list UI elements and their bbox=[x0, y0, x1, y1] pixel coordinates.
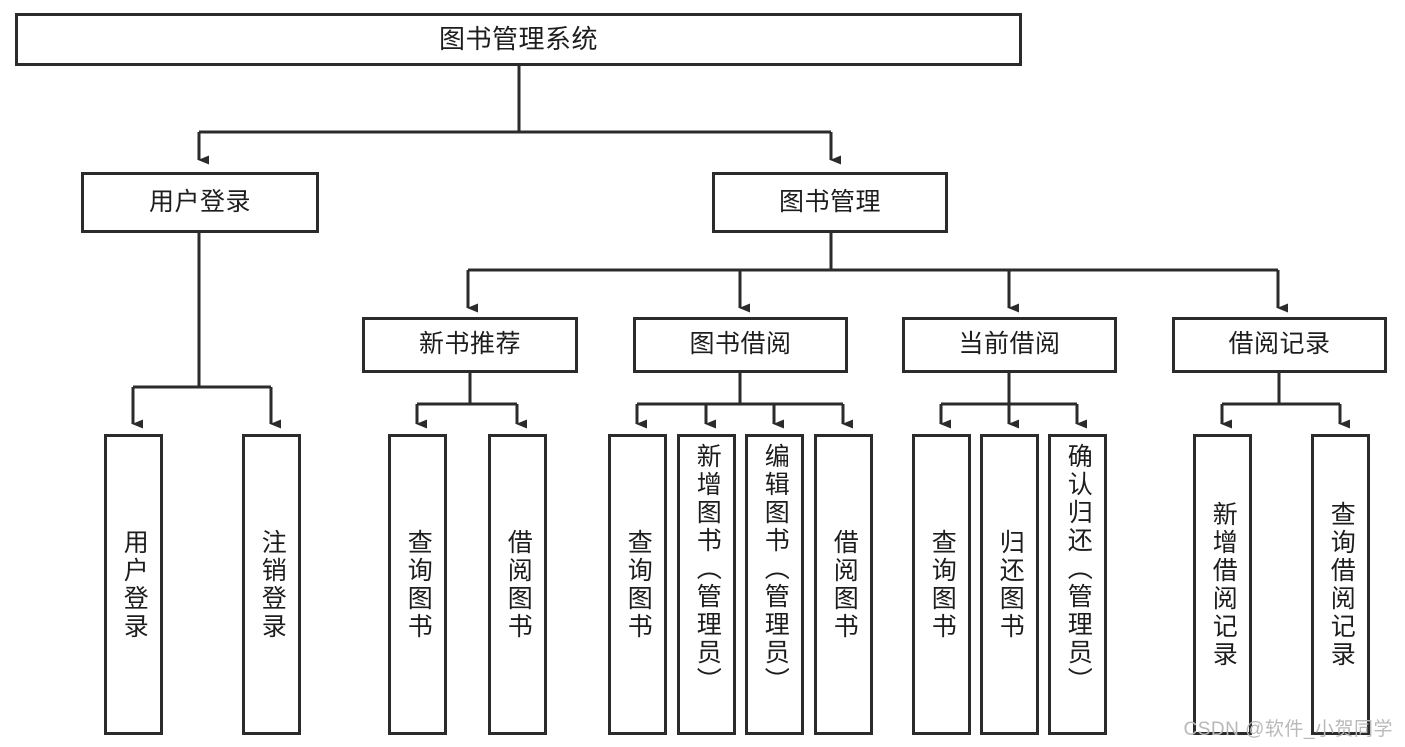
leaf-user-login[interactable]: 用户登录 bbox=[104, 434, 163, 735]
csdn-watermark: CSDN @软件_小贺同学 bbox=[1183, 719, 1393, 740]
node-label: 图书借阅 bbox=[689, 330, 792, 359]
node-current-borrowing[interactable]: 当前借阅 bbox=[902, 317, 1117, 373]
node-label: 用户登录 bbox=[148, 187, 251, 216]
leaf-edit-book-admin[interactable]: 编辑图书（管理员） bbox=[745, 434, 804, 735]
node-label: 图书管理 bbox=[778, 187, 881, 216]
node-book-borrowing[interactable]: 图书借阅 bbox=[633, 317, 848, 373]
node-root-book-management-system[interactable]: 图书管理系统 bbox=[15, 13, 1022, 66]
leaf-confirm-return-admin[interactable]: 确认归还（管理员） bbox=[1048, 434, 1107, 735]
leaf-logout[interactable]: 注销登录 bbox=[242, 434, 301, 735]
leaf-query-borrowing-record[interactable]: 查询借阅记录 bbox=[1311, 434, 1370, 735]
leaf-add-borrowing-record[interactable]: 新增借阅记录 bbox=[1193, 434, 1252, 735]
leaf-query-book-recommendation[interactable]: 查询图书 bbox=[388, 434, 447, 735]
node-label: 编辑图书（管理员） bbox=[761, 443, 790, 695]
node-label: 借阅图书 bbox=[830, 528, 859, 641]
node-label: 图书管理系统 bbox=[438, 24, 598, 55]
node-label: 新书推荐 bbox=[418, 330, 521, 359]
node-label: 注销登录 bbox=[258, 528, 287, 641]
node-label: 新增图书（管理员） bbox=[693, 443, 722, 695]
leaf-borrow-book-recommendation[interactable]: 借阅图书 bbox=[488, 434, 547, 735]
node-label: 归还图书 bbox=[996, 528, 1025, 641]
node-user-login[interactable]: 用户登录 bbox=[81, 172, 319, 233]
leaf-add-book-admin[interactable]: 新增图书（管理员） bbox=[677, 434, 736, 735]
leaf-query-book-borrowing[interactable]: 查询图书 bbox=[608, 434, 667, 735]
leaf-borrow-book[interactable]: 借阅图书 bbox=[814, 434, 873, 735]
node-label: 查询图书 bbox=[624, 528, 653, 641]
node-label: 查询借阅记录 bbox=[1327, 500, 1356, 669]
node-label: 借阅记录 bbox=[1228, 330, 1331, 359]
node-new-book-recommendation[interactable]: 新书推荐 bbox=[362, 317, 578, 373]
node-label: 查询图书 bbox=[404, 528, 433, 641]
node-label: 用户登录 bbox=[120, 528, 149, 641]
leaf-query-book-current[interactable]: 查询图书 bbox=[912, 434, 971, 735]
node-label: 新增借阅记录 bbox=[1209, 500, 1238, 669]
node-borrowing-record[interactable]: 借阅记录 bbox=[1172, 317, 1387, 373]
node-label: 确认归还（管理员） bbox=[1064, 443, 1093, 695]
node-label: 当前借阅 bbox=[958, 330, 1061, 359]
node-label: 借阅图书 bbox=[504, 528, 533, 641]
node-label: 查询图书 bbox=[928, 528, 957, 641]
node-book-management[interactable]: 图书管理 bbox=[712, 172, 948, 233]
leaf-return-book[interactable]: 归还图书 bbox=[980, 434, 1039, 735]
